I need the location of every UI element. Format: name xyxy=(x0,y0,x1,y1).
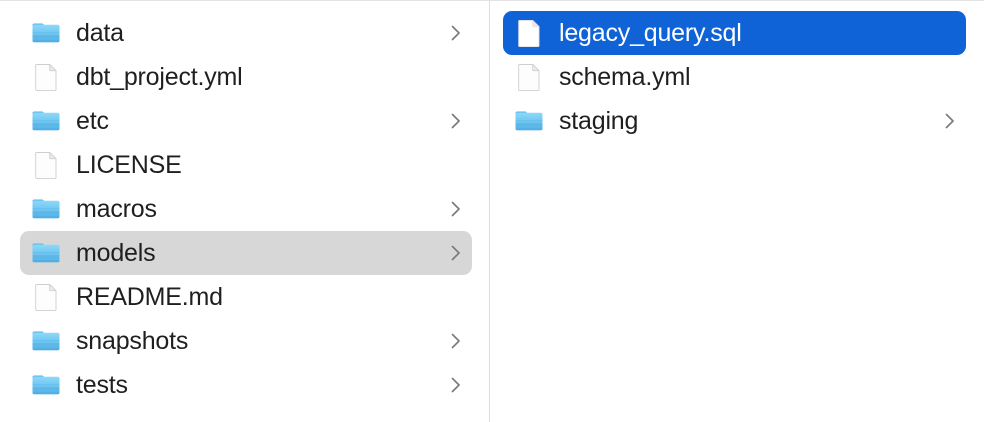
file-row[interactable]: etc xyxy=(20,99,472,143)
file-row[interactable]: models xyxy=(20,231,472,275)
folder-icon xyxy=(30,325,62,357)
file-row[interactable]: staging xyxy=(503,99,966,143)
folder-icon xyxy=(30,369,62,401)
file-name-label: schema.yml xyxy=(559,63,691,91)
file-name-label: snapshots xyxy=(76,327,189,355)
chevron-right-icon xyxy=(944,112,956,130)
document-icon xyxy=(513,17,545,49)
document-icon xyxy=(30,61,62,93)
file-name-label: macros xyxy=(76,195,157,223)
folder-icon xyxy=(30,17,62,49)
file-name-label: LICENSE xyxy=(76,151,182,179)
file-name-label: README.md xyxy=(76,283,223,311)
folder-icon xyxy=(30,237,62,269)
folder-icon xyxy=(30,105,62,137)
file-row[interactable]: README.md xyxy=(20,275,472,319)
document-icon xyxy=(513,61,545,93)
chevron-right-icon xyxy=(450,24,462,42)
file-row[interactable]: dbt_project.yml xyxy=(20,55,472,99)
file-name-label: tests xyxy=(76,371,128,399)
document-icon xyxy=(30,149,62,181)
file-row[interactable]: legacy_query.sql xyxy=(503,11,966,55)
file-row[interactable]: schema.yml xyxy=(503,55,966,99)
file-name-label: legacy_query.sql xyxy=(559,19,742,47)
folder-icon xyxy=(30,193,62,225)
finder-column-child[interactable]: legacy_query.sql schema.yml staging xyxy=(490,1,983,422)
file-row[interactable]: tests xyxy=(20,363,472,407)
chevron-right-icon xyxy=(450,112,462,130)
file-row[interactable]: data xyxy=(20,11,472,55)
file-name-label: dbt_project.yml xyxy=(76,63,243,91)
folder-icon xyxy=(513,105,545,137)
file-row[interactable]: macros xyxy=(20,187,472,231)
file-name-label: etc xyxy=(76,107,109,135)
file-row[interactable]: snapshots xyxy=(20,319,472,363)
chevron-right-icon xyxy=(450,244,462,262)
chevron-right-icon xyxy=(450,376,462,394)
chevron-right-icon xyxy=(450,200,462,218)
file-name-label: models xyxy=(76,239,156,267)
file-name-label: staging xyxy=(559,107,639,135)
file-row[interactable]: LICENSE xyxy=(20,143,472,187)
file-name-label: data xyxy=(76,19,124,47)
document-icon xyxy=(30,281,62,313)
chevron-right-icon xyxy=(450,332,462,350)
